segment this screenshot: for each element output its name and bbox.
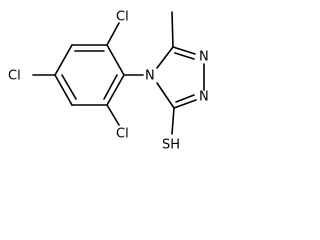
- bond-c3-sh: [171, 107, 175, 135]
- bond-c5-methyl: [171, 11, 174, 48]
- bond-n4-c5: [156, 46, 174, 69]
- bond-c5-n1: [172, 46, 196, 55]
- benzene-ring: [54, 44, 125, 106]
- bond-n2-c3-double: [175, 94, 195, 103]
- bond-c1-c2: [106, 44, 125, 76]
- atom-label-sh: SH: [162, 138, 180, 153]
- triazole-ring: [156, 46, 205, 109]
- bond-c3-n4: [156, 82, 175, 109]
- atom-label-cl-left: Cl: [8, 69, 21, 84]
- bond-n2-c3: [173, 99, 197, 109]
- bond-c6-c1-double: [103, 74, 118, 100]
- atom-label-n2: N: [199, 90, 209, 105]
- atom-label-n1: N: [199, 50, 209, 65]
- bond-c4-c5-double: [61, 74, 77, 100]
- bond-c2-cl: [106, 22, 120, 46]
- atom-label-n4: N: [145, 69, 155, 84]
- bond-c6-c1: [106, 74, 125, 106]
- bond-c6-cl: [106, 104, 120, 126]
- molecule-structure: Cl Cl Cl N N N SH: [8, 10, 209, 153]
- bond-c3-c4: [54, 44, 73, 76]
- atom-label-cl-bottom: Cl: [116, 127, 129, 142]
- atom-label-cl-top: Cl: [116, 10, 129, 25]
- bond-c5-n1-double: [174, 52, 195, 60]
- bond-c4-c5: [54, 74, 73, 106]
